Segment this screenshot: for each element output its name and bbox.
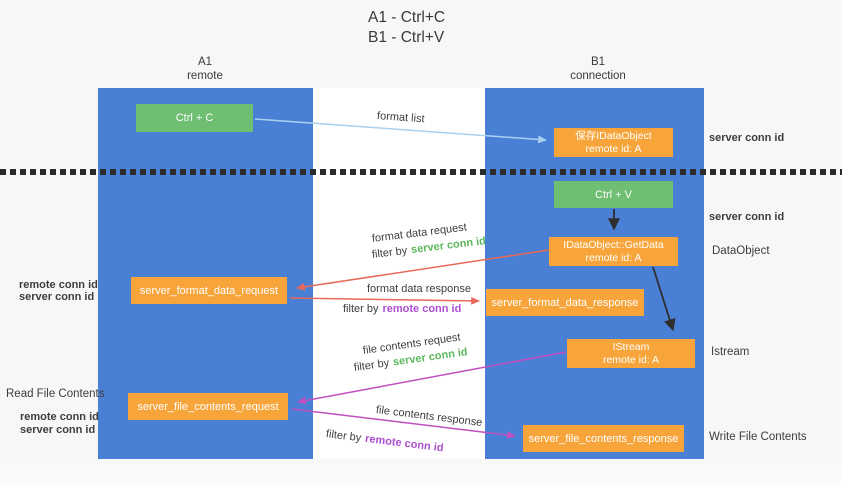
node-getdata-line1: IDataObject::GetData: [563, 238, 664, 251]
header-a1-id: A1: [197, 56, 213, 68]
header-b1-id: B1: [590, 56, 606, 68]
machine-boundary-dotted-line: [0, 169, 842, 175]
right-label-write-file-contents: Write File Contents: [709, 431, 807, 443]
right-label-server-conn-id-mid: server conn id: [709, 211, 785, 223]
node-server-format-data-response-label: server_format_data_response: [491, 296, 639, 309]
middle-band: [313, 88, 485, 459]
right-label-dataobject: DataObject: [712, 245, 770, 257]
annotation-format-data-response: format data response: [367, 283, 471, 295]
header-a1-role: remote: [187, 70, 223, 82]
node-server-format-data-request-label: server_format_data_request: [139, 284, 279, 297]
node-server-file-contents-request: server_file_contents_request: [128, 393, 288, 420]
diagram-title: A1 - Ctrl+C B1 - Ctrl+V: [368, 8, 445, 48]
column-header-b1: B1 connection: [548, 55, 648, 83]
node-idataobject-getdata: IDataObject::GetData remote id: A: [549, 237, 678, 266]
node-istream-line1: IStream: [612, 340, 650, 353]
node-save-idataobject: 保存IDataObject remote id: A: [554, 128, 673, 157]
filter-by-text: filter by: [343, 303, 379, 315]
left-label-remote-conn-id-2: remote conn id: [20, 411, 99, 423]
remote-conn-id-text: remote conn id: [382, 303, 462, 315]
node-ctrl-v-label: Ctrl + V: [595, 188, 632, 201]
node-server-file-contents-response: server_file_contents_response: [523, 425, 684, 452]
title-line-1: A1 - Ctrl+C: [368, 9, 446, 26]
header-b1-role: connection: [570, 70, 626, 82]
node-server-format-data-response: server_format_data_response: [486, 289, 644, 316]
node-server-format-data-request: server_format_data_request: [131, 277, 287, 304]
node-ctrl-v: Ctrl + V: [554, 181, 673, 208]
left-label-server-conn-id-2: server conn id: [20, 424, 96, 436]
left-label-read-file-contents: Read File Contents: [6, 388, 105, 400]
title-line-2: B1 - Ctrl+V: [368, 29, 445, 46]
node-ctrl-c-label: Ctrl + C: [175, 112, 214, 124]
node-server-file-contents-response-label: server_file_contents_response: [528, 432, 679, 445]
column-header-a1: A1 remote: [155, 55, 255, 83]
right-label-server-conn-id-top: server conn id: [709, 132, 785, 144]
node-getdata-line2: remote id: A: [585, 251, 642, 264]
node-server-file-contents-request-label: server_file_contents_request: [137, 400, 279, 413]
node-istream-line2: remote id: A: [602, 353, 660, 366]
node-save-idataobject-line2: remote id: A: [585, 142, 642, 155]
right-label-istream: Istream: [711, 346, 750, 358]
node-ctrl-c: Ctrl + C: [136, 104, 253, 132]
node-save-idataobject-line1: 保存IDataObject: [575, 129, 652, 142]
node-istream: IStream remote id: A: [567, 339, 695, 368]
left-label-server-conn-id-1: server conn id: [19, 291, 95, 303]
left-label-remote-conn-id-1: remote conn id: [19, 279, 98, 291]
